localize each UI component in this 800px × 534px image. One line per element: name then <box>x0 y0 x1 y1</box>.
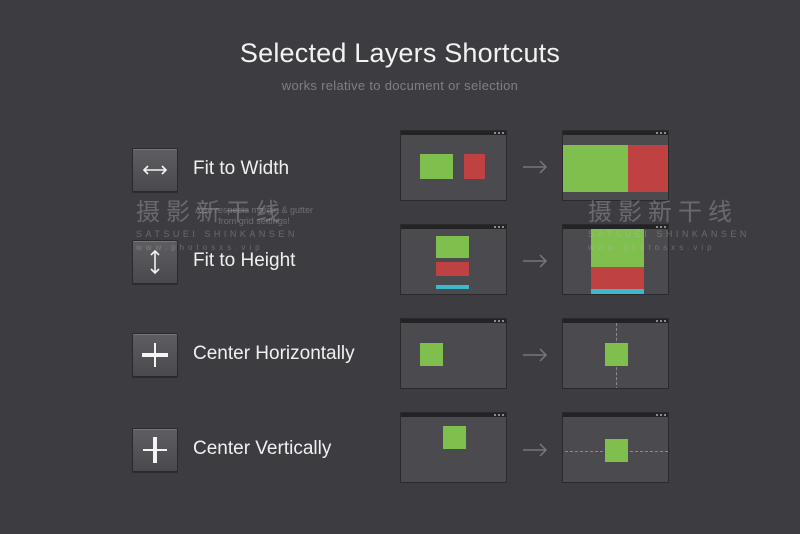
fit-to-height-key[interactable] <box>132 240 178 284</box>
center-horizontally-label: Center Horizontally <box>193 343 355 364</box>
fit-height-after-panel <box>562 224 669 295</box>
green-layer <box>436 236 469 258</box>
center-horizontally-key[interactable] <box>132 333 178 377</box>
red-layer <box>464 154 485 179</box>
fit-height-before-panel <box>400 224 507 295</box>
page-title: Selected Layers Shortcuts <box>239 38 561 68</box>
red-layer <box>628 145 668 192</box>
center-vertically-label: Center Vertically <box>193 438 332 459</box>
green-layer <box>563 145 628 192</box>
green-layer <box>591 229 644 267</box>
fit-width-after-panel <box>562 130 669 201</box>
fit-to-height-label: Fit to Height <box>193 250 296 271</box>
shortcut-row-fit-to-width: Fit to Width <box>0 148 800 198</box>
green-layer <box>605 439 628 462</box>
fit-width-before-panel <box>400 130 507 201</box>
fit-to-width-key[interactable] <box>132 148 178 192</box>
grid-settings-hint: Also respects margin & gutter from grid … <box>184 205 324 227</box>
shortcut-row-center-vertically: Center Vertically <box>0 428 800 478</box>
arrow-right-icon <box>523 254 548 268</box>
red-layer <box>436 262 469 276</box>
green-layer <box>420 343 443 366</box>
center-horizontally-before-panel <box>400 318 507 389</box>
green-layer <box>420 154 453 179</box>
arrow-right-icon <box>523 443 548 457</box>
watermark-en: SATSUEI SHINKANSEN <box>136 229 298 239</box>
arrows-vertical-icon <box>150 249 160 275</box>
center-horizontal-icon <box>142 343 168 367</box>
shortcut-row-fit-to-height: Fit to Height <box>0 240 800 290</box>
red-layer <box>591 267 644 289</box>
center-horizontally-after-panel <box>562 318 669 389</box>
cyan-layer <box>591 289 644 294</box>
fit-to-width-label: Fit to Width <box>193 158 290 179</box>
arrows-horizontal-icon <box>142 165 168 175</box>
cyan-layer <box>436 285 469 289</box>
arrow-right-icon <box>523 348 548 362</box>
shortcut-row-center-horizontally: Center Horizontally <box>0 333 800 383</box>
green-layer <box>443 426 466 449</box>
center-vertically-before-panel <box>400 412 507 483</box>
center-vertically-after-panel <box>562 412 669 483</box>
arrow-right-icon <box>523 160 548 174</box>
green-layer <box>605 343 628 366</box>
page-subtitle: works relative to document or selection <box>281 78 519 93</box>
hint-line-2: from grid settings! <box>218 216 290 226</box>
hint-line-1: Also respects margin & gutter <box>194 205 314 215</box>
center-vertical-icon <box>143 437 167 463</box>
center-vertically-key[interactable] <box>132 428 178 472</box>
